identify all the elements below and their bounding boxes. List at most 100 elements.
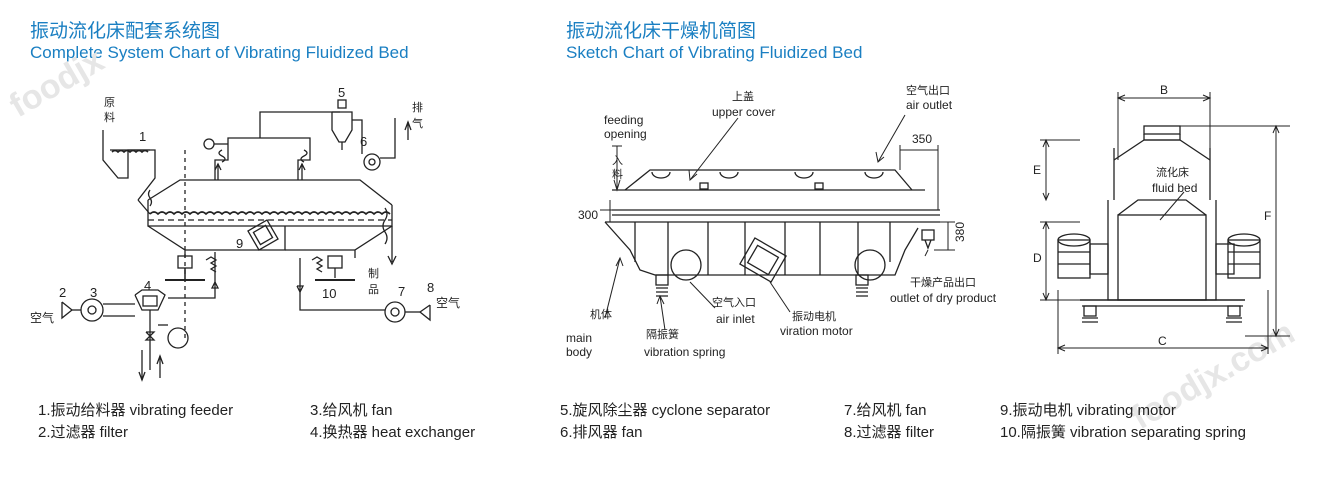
fan-3: [80, 298, 135, 322]
spring-cn-label: 隔振簧: [646, 327, 679, 341]
sketch-chart: [600, 114, 955, 331]
side-motors: [1057, 233, 1261, 279]
side-top-outlet: [1143, 125, 1181, 135]
legend-item-3: 3.给风机 fan: [310, 402, 393, 419]
cover-ports: [651, 171, 884, 190]
dry-product-outlet: [921, 229, 935, 241]
heat-exchanger-4: [134, 289, 189, 382]
sketch-leaders: [604, 114, 929, 331]
legend-column-1: 1.振动给料器 vibrating feeder 2.过滤器 filter: [38, 400, 233, 444]
legend-item-5: 5.旋风除尘器 cyclone separator: [560, 402, 771, 419]
fluid-bed-cn-label: 流化床: [1156, 165, 1189, 179]
vibrating-feeder: [102, 130, 156, 215]
sketch-springs: [655, 274, 869, 297]
number-2: 2: [59, 285, 66, 300]
motor-cn-label: 振动电机: [792, 309, 836, 323]
legend-column-5: 9.振动电机 vibrating motor 10.隔振簧 vibration …: [1000, 400, 1246, 444]
product-label-2: 品: [368, 283, 379, 296]
upper-cover: [624, 169, 913, 191]
side-fluid-bed: [1117, 214, 1207, 301]
system-chart: [61, 99, 431, 382]
legend-item-2: 2.过滤器 filter: [38, 424, 129, 441]
fluid-bed-en-label: fluid bed: [1152, 181, 1197, 195]
number-9: 9: [236, 236, 243, 251]
air-inlet-port-1: [670, 249, 702, 281]
sketch-dimensions: [600, 145, 955, 251]
main-body-en-label-1: main: [566, 331, 592, 345]
spring-en-label: vibration spring: [644, 345, 725, 359]
product-label-1: 制: [368, 267, 379, 280]
body-ribs: [634, 222, 891, 275]
legend-item-6: 6.排风器 fan: [560, 424, 643, 441]
dim-e-label: E: [1033, 163, 1041, 177]
legend-item-1: 1.振动给料器 vibrating feeder: [38, 402, 234, 419]
air-label-left: 空气: [30, 310, 54, 325]
dry-product-cn-label: 干燥产品出口: [910, 275, 976, 289]
filter-2: [61, 301, 81, 320]
feeding-opening-label-1: feeding: [604, 113, 643, 127]
system-chart-title-en: Complete System Chart of Vibrating Fluid…: [30, 42, 409, 62]
air-outlet-cn-label: 空气出口: [906, 83, 950, 97]
watermark-left: foodjx: [3, 41, 110, 125]
air-inlet-en-label: air inlet: [716, 312, 755, 326]
springs-10: [165, 255, 355, 281]
side-dimensions: [1040, 92, 1290, 354]
system-chart-title-cn: 振动流化床配套系统图: [30, 21, 221, 42]
legend-item-4: 4.换热器 heat exchanger: [310, 424, 476, 441]
number-10: 10: [322, 286, 336, 301]
dim-c-label: C: [1158, 334, 1167, 348]
feeding-opening-label-2: opening: [604, 127, 647, 141]
upper-cover-en-label: upper cover: [712, 105, 775, 119]
number-7: 7: [398, 284, 405, 299]
upper-cover-cn-label: 上盖: [732, 89, 754, 103]
number-1: 1: [139, 129, 146, 144]
cyclone-separator-5: [331, 99, 353, 150]
side-chart: [1040, 92, 1290, 354]
exhaust-label-1: 排: [412, 100, 423, 114]
sketch-chart-labels: feeding opening 入 料 上盖 upper cover 空气出口 …: [566, 83, 997, 359]
legend-item-8: 8.过滤器 filter: [844, 424, 935, 441]
main-body-en-label-2: body: [566, 345, 592, 359]
legend-column-4: 7.给风机 fan 8.过滤器 filter: [844, 400, 934, 444]
motor-en-label: viration motor: [780, 324, 853, 338]
raw-material-label-1: 原: [104, 96, 115, 109]
dim-350-label: 350: [912, 132, 932, 146]
side-hood: [1113, 139, 1211, 161]
number-5: 5: [338, 85, 345, 100]
air-outlet-en-label: air outlet: [906, 98, 953, 112]
exhaust-label-2: 气: [412, 116, 423, 130]
vibrating-motor-9: [247, 219, 279, 251]
exhaust-ducts: [203, 111, 340, 180]
product-outlet: [387, 226, 397, 266]
sketch-vibrating-motor: [739, 237, 787, 283]
number-6: 6: [360, 134, 367, 149]
feed-cn-label-2: 料: [612, 167, 623, 181]
sketch-chart-title-cn: 振动流化床干燥机简图: [566, 21, 757, 42]
main-body: [604, 221, 919, 276]
number-8: 8: [427, 280, 434, 295]
dim-f-label: F: [1264, 209, 1271, 223]
dim-d-label: D: [1033, 251, 1042, 265]
side-chart-labels: B C D E F 流化床 fluid bed: [1033, 83, 1271, 348]
air-inlet-cn-label: 空气入口: [712, 295, 756, 309]
fan-7: [384, 301, 406, 323]
outlet-line: [296, 258, 385, 311]
sketch-chart-title: 振动流化床干燥机简图 Sketch Chart of Vibrating Flu…: [566, 21, 863, 63]
inlet-line: [168, 150, 220, 340]
legend-item-10: 10.隔振簧 vibration separating spring: [1000, 424, 1246, 441]
sketch-chart-title-en: Sketch Chart of Vibrating Fluidized Bed: [566, 42, 863, 62]
air-inlet-port-2: [854, 249, 886, 281]
number-4: 4: [144, 278, 151, 293]
air-label-right: 空气: [436, 295, 460, 310]
legend-column-2: 3.给风机 fan 4.换热器 heat exchanger: [310, 400, 475, 444]
dim-300-label: 300: [578, 208, 598, 222]
legend-item-7: 7.给风机 fan: [844, 402, 927, 419]
dim-380-label: 380: [953, 222, 967, 242]
dim-b-label: B: [1160, 83, 1168, 97]
side-springs: [1082, 305, 1242, 323]
legend-column-3: 5.旋风除尘器 cyclone separator 6.排风器 fan: [560, 400, 770, 444]
filter-8: [405, 304, 431, 322]
raw-material-label-2: 料: [104, 110, 115, 124]
number-3: 3: [90, 285, 97, 300]
